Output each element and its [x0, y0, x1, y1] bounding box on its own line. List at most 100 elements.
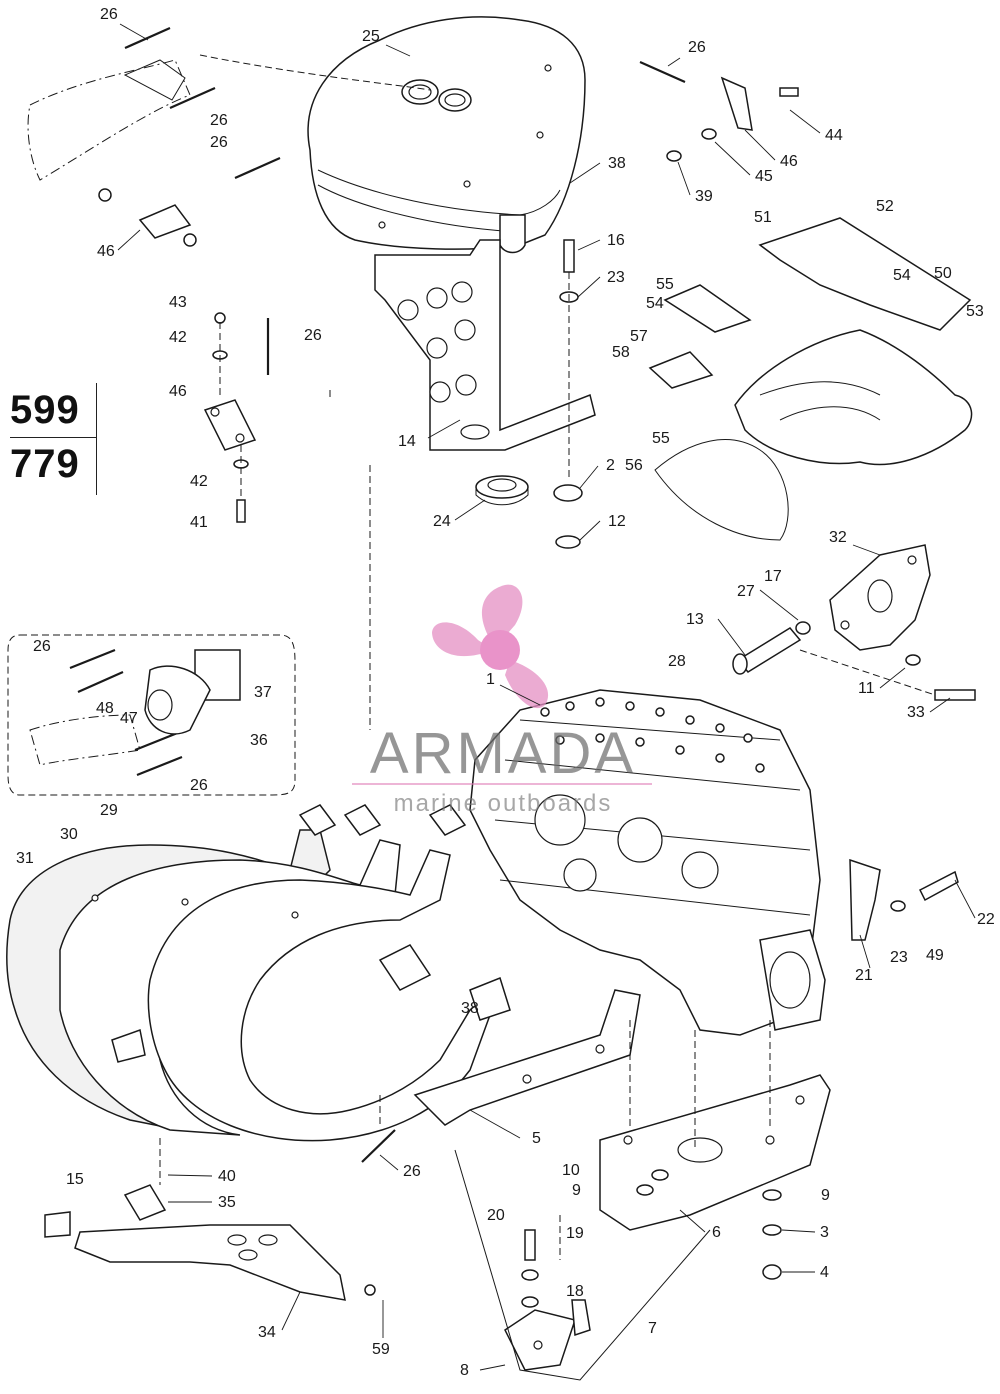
callout-label: 38 [461, 1000, 479, 1017]
callout-label: 47 [120, 710, 138, 727]
callout-label: 12 [608, 513, 626, 530]
callout-label: 31 [16, 850, 34, 867]
callout-label: 3 [820, 1224, 829, 1241]
engine-bracket-rear [599, 1074, 831, 1231]
upper-right-mount [666, 76, 799, 162]
callout-label: 44 [825, 127, 843, 144]
callout-label: 26 [403, 1163, 421, 1180]
rear-tailpipe-outline [27, 59, 191, 181]
callout-label: 34 [258, 1324, 276, 1341]
callout-label: 7 [648, 1320, 657, 1337]
callout-label: 26 [210, 134, 228, 151]
callout-label: 37 [254, 684, 272, 701]
callout-labels: 26 25 26 26 26 44 46 45 39 38 46 51 52 1… [16, 6, 995, 1379]
callout-label: 38 [608, 155, 626, 172]
watermark-propeller-logo [432, 584, 549, 709]
callout-label: 48 [96, 700, 114, 717]
callout-label: 6 [712, 1224, 721, 1241]
callout-label: 46 [97, 243, 115, 260]
callout-label: 10 [562, 1162, 580, 1179]
bolt-washer-stack [559, 239, 579, 480]
callout-label: 25 [362, 28, 380, 45]
watermark-tagline: marine outboards [393, 790, 613, 817]
callout-label: 9 [821, 1187, 830, 1204]
callout-label: 22 [977, 911, 995, 928]
callout-label: 26 [688, 39, 706, 56]
callout-label: 28 [668, 653, 686, 670]
exhaust-springs [69, 26, 686, 1163]
callout-label: 29 [100, 802, 118, 819]
callout-label: 20 [487, 1207, 505, 1224]
detail-inset [7, 634, 296, 796]
callout-label: 56 [625, 457, 643, 474]
callout-label: 55 [652, 430, 670, 447]
bottom-mount [504, 1229, 591, 1371]
callout-label: 36 [250, 732, 268, 749]
callout-label: 59 [372, 1341, 390, 1358]
callout-label: 41 [190, 514, 208, 531]
callout-label: 18 [566, 1283, 584, 1300]
tuned-exhaust-pipes [5, 804, 511, 1142]
rubber-grommet [475, 475, 529, 506]
model-number-divider [10, 437, 96, 438]
callout-label: 27 [737, 583, 755, 600]
callout-label: 55 [656, 276, 674, 293]
callout-label: 26 [210, 112, 228, 129]
heat-shield [648, 217, 973, 541]
callout-label: 54 [893, 267, 911, 284]
callout-label: 33 [907, 704, 925, 721]
callout-label: 39 [695, 188, 713, 205]
model-number-779: 779 [10, 442, 80, 486]
callout-label: 8 [460, 1362, 469, 1379]
callout-label: 26 [190, 777, 208, 794]
callout-label: 52 [876, 198, 894, 215]
callout-label: 24 [433, 513, 451, 530]
callout-label: 51 [754, 209, 772, 226]
callout-label: 26 [33, 638, 51, 655]
assembly-lines [199, 54, 936, 1381]
callout-label: 1 [486, 671, 495, 688]
spring-anchor-bracket [203, 312, 257, 523]
callout-label: 50 [934, 265, 952, 282]
callout-label: 23 [607, 269, 625, 286]
watermark-brand: ARMADA [369, 721, 637, 786]
head-bolts [540, 697, 765, 773]
engine-bracket-front [413, 989, 641, 1126]
model-number-box [8, 383, 97, 495]
callout-label: 43 [169, 294, 187, 311]
callout-label: 32 [829, 529, 847, 546]
rubber-damper [553, 484, 583, 549]
lower-fasteners [636, 1169, 782, 1280]
callout-label: 11 [858, 680, 875, 697]
callout-label: 54 [646, 295, 664, 312]
engine-mount-plate [732, 544, 976, 701]
callout-label: 23 [890, 949, 908, 966]
watermark-rule [352, 783, 652, 785]
side-bracket [849, 858, 959, 941]
callout-label: 42 [169, 329, 187, 346]
callout-label: 15 [66, 1171, 84, 1188]
model-number-599: 599 [10, 388, 80, 432]
callout-label: 42 [190, 473, 208, 490]
leader-lines [117, 23, 976, 1371]
callout-label: 57 [630, 328, 648, 345]
engine-block [469, 689, 826, 1036]
callout-label: 45 [755, 168, 773, 185]
muffler-support-bracket [374, 239, 596, 451]
callout-label: 58 [612, 344, 630, 361]
callout-label: 35 [218, 1194, 236, 1211]
callout-label: 26 [304, 327, 322, 344]
callout-label: 2 [606, 457, 615, 474]
callout-label: 53 [966, 303, 984, 320]
callout-label: 13 [686, 611, 704, 628]
upper-left-mount [98, 188, 197, 247]
muffler [307, 16, 586, 254]
callout-label: 5 [532, 1130, 541, 1147]
callout-label: 9 [572, 1182, 581, 1199]
callout-label: 21 [855, 967, 873, 984]
pipe-support-bracket [44, 1138, 376, 1301]
callout-label: 46 [169, 383, 187, 400]
callout-label: 4 [820, 1264, 829, 1281]
callout-label: 46 [780, 153, 798, 170]
